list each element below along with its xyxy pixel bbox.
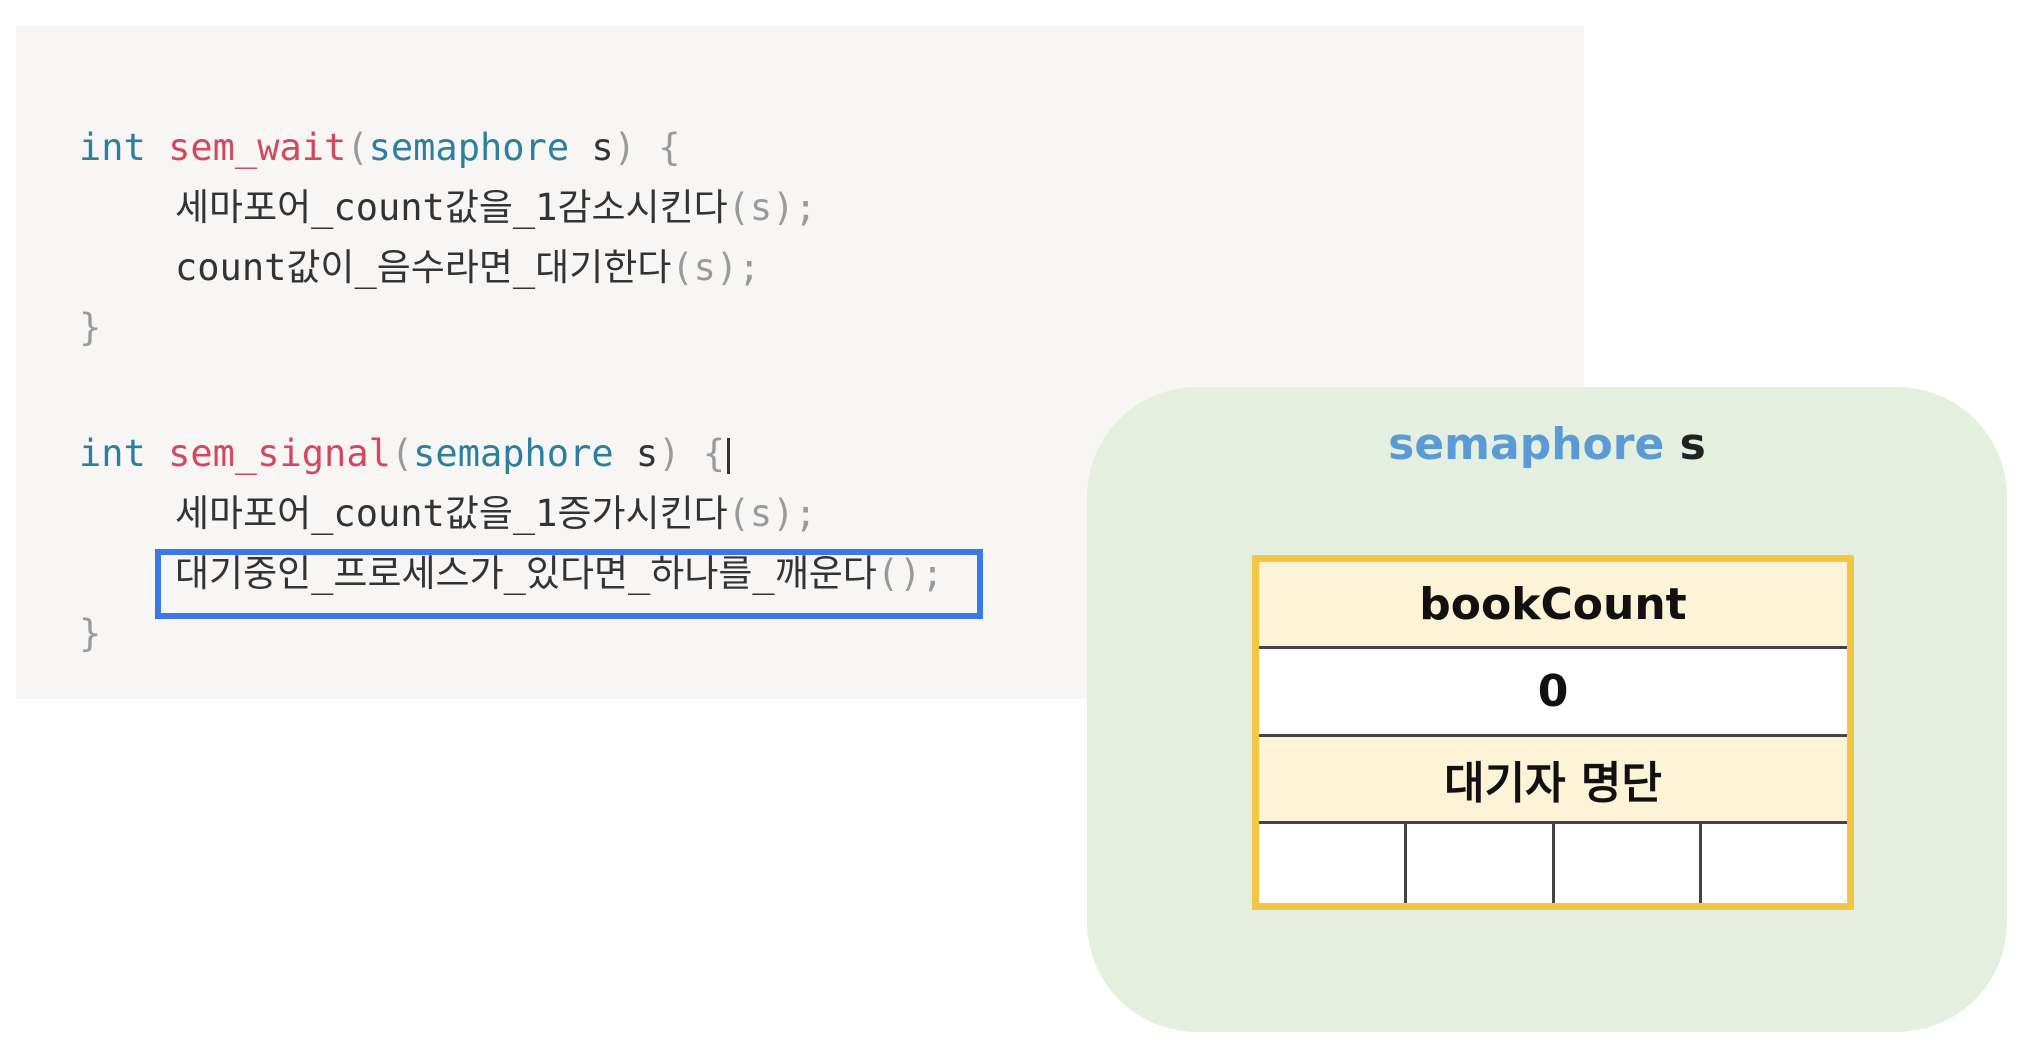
wait-queue-slot [1702, 824, 1847, 903]
paren-open: ( [346, 126, 369, 169]
field-value-book-count: 0 [1259, 649, 1847, 737]
statement-args: (); [876, 552, 944, 595]
param-s: s [569, 126, 614, 169]
code-block: int sem_wait(semaphore s) { 세마포어_count값을… [79, 118, 944, 677]
text-cursor [727, 437, 731, 474]
function-name-sem-signal: sem_signal [168, 432, 391, 475]
statement-args: (s); [727, 492, 817, 535]
code-line-signal-signature: int sem_signal(semaphore s) { [79, 424, 731, 484]
statement-text: 세마포어_count값을_1감소시킨다 [175, 186, 728, 229]
code-panel: int sem_wait(semaphore s) { 세마포어_count값을… [16, 26, 1584, 699]
function-name-sem-wait: sem_wait [168, 126, 347, 169]
paren-close: ) [658, 432, 681, 475]
code-line-wait-close: } [79, 298, 101, 358]
wait-queue-slot [1406, 824, 1555, 903]
type-semaphore: semaphore [368, 126, 570, 169]
brace-close: } [79, 306, 102, 349]
semaphore-title-type: semaphore [1388, 419, 1665, 470]
brace-open: { [658, 126, 681, 169]
semaphore-title-var: s [1679, 419, 1706, 470]
semaphore-panel: semaphore s bookCount 0 대기자 명단 [1087, 387, 2007, 1032]
wait-queue-slot [1554, 824, 1703, 903]
statement-text: count값이_음수라면_대기한다 [175, 246, 672, 289]
wait-queue-label: 대기자 명단 [1259, 737, 1847, 824]
paren-close: ) [613, 126, 636, 169]
type-semaphore: semaphore [413, 432, 614, 475]
semaphore-struct: bookCount 0 대기자 명단 [1252, 555, 1854, 910]
wait-queue-slot [1259, 824, 1407, 903]
statement-text: 대기중인_프로세스가_있다면_하나를_깨운다 [175, 552, 877, 595]
code-line-signal-increment: 세마포어_count값을_1증가시킨다(s); [79, 484, 817, 544]
statement-text: 세마포어_count값을_1증가시킨다 [175, 492, 728, 535]
keyword-int: int [79, 432, 146, 475]
brace-close: } [79, 612, 102, 655]
param-s: s [613, 432, 659, 475]
wait-queue-slots [1259, 824, 1847, 903]
code-line-wait-block: count값이_음수라면_대기한다(s); [79, 238, 760, 298]
highlight-box [155, 549, 983, 619]
statement-args: (s); [671, 246, 761, 289]
code-line-signal-close: } [79, 604, 101, 664]
code-line-wait-decrement: 세마포어_count값을_1감소시킨다(s); [79, 178, 817, 238]
field-name-book-count: bookCount [1259, 562, 1847, 649]
semaphore-title: semaphore s [1087, 419, 2007, 470]
keyword-int: int [79, 126, 146, 169]
paren-open: ( [390, 432, 414, 475]
statement-args: (s); [727, 186, 817, 229]
brace-open: { [702, 432, 726, 475]
code-line-wait-signature: int sem_wait(semaphore s) { [79, 118, 681, 178]
code-line-signal-wakeup: 대기중인_프로세스가_있다면_하나를_깨운다(); [79, 544, 944, 604]
